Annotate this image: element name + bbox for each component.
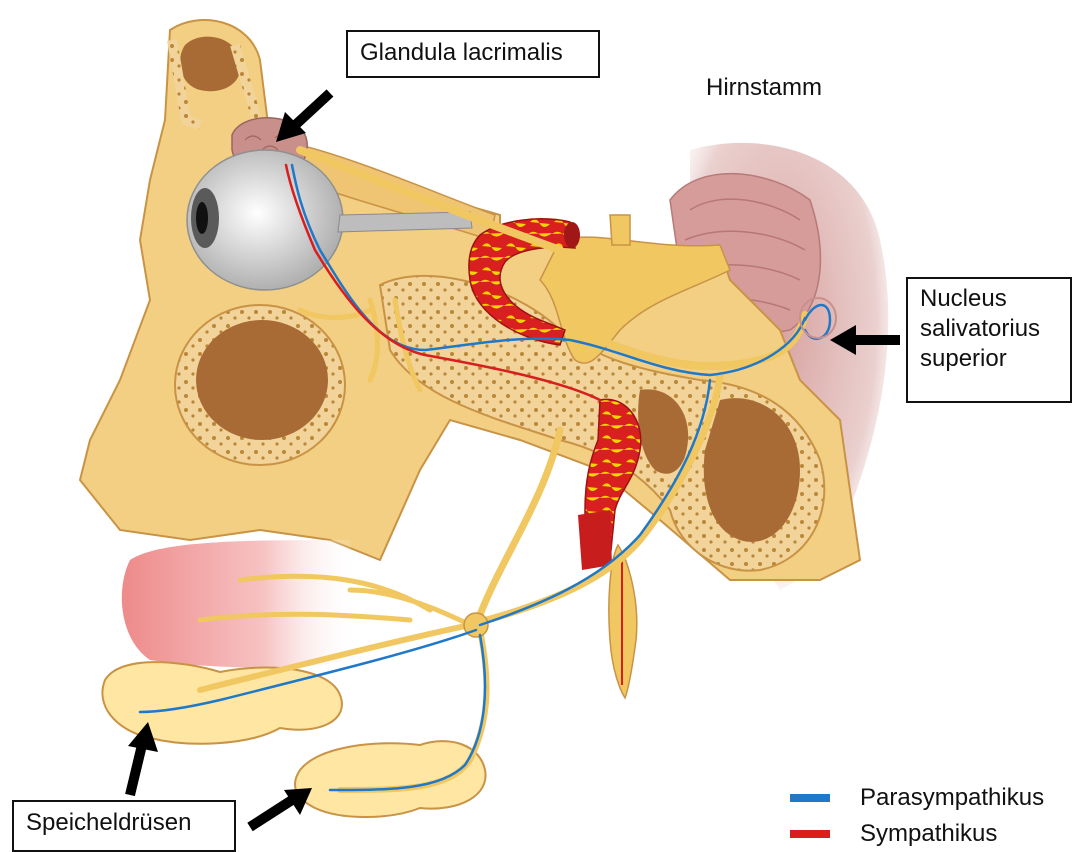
arrow-salivary-lower (250, 788, 312, 827)
label-nucleus-line3: superior (920, 344, 1058, 374)
label-nucleus: Nucleus salivatorius superior (906, 277, 1072, 403)
label-brainstem: Hirnstamm (706, 73, 822, 103)
sympathetic-swatch (790, 830, 830, 838)
skull-bones (80, 20, 860, 580)
legend-label-sympathetic: Sympathikus (860, 820, 997, 848)
salivary-gland-lower (295, 741, 486, 817)
legend-label-parasympathetic: Parasympathikus (860, 784, 1044, 812)
label-lacrimal-gland: Glandula lacrimalis (346, 30, 600, 78)
salivary-gland-upper (102, 662, 342, 744)
legend-item-parasympathetic: Parasympathikus (790, 784, 1044, 812)
label-salivary-glands: Speicheldrüsen (12, 800, 236, 852)
legend-item-sympathetic: Sympathikus (790, 820, 997, 848)
parotid-region (122, 540, 360, 668)
label-nucleus-line2: salivatorius (920, 314, 1058, 344)
label-nucleus-line1: Nucleus (920, 284, 1058, 314)
parasympathetic-swatch (790, 794, 830, 802)
